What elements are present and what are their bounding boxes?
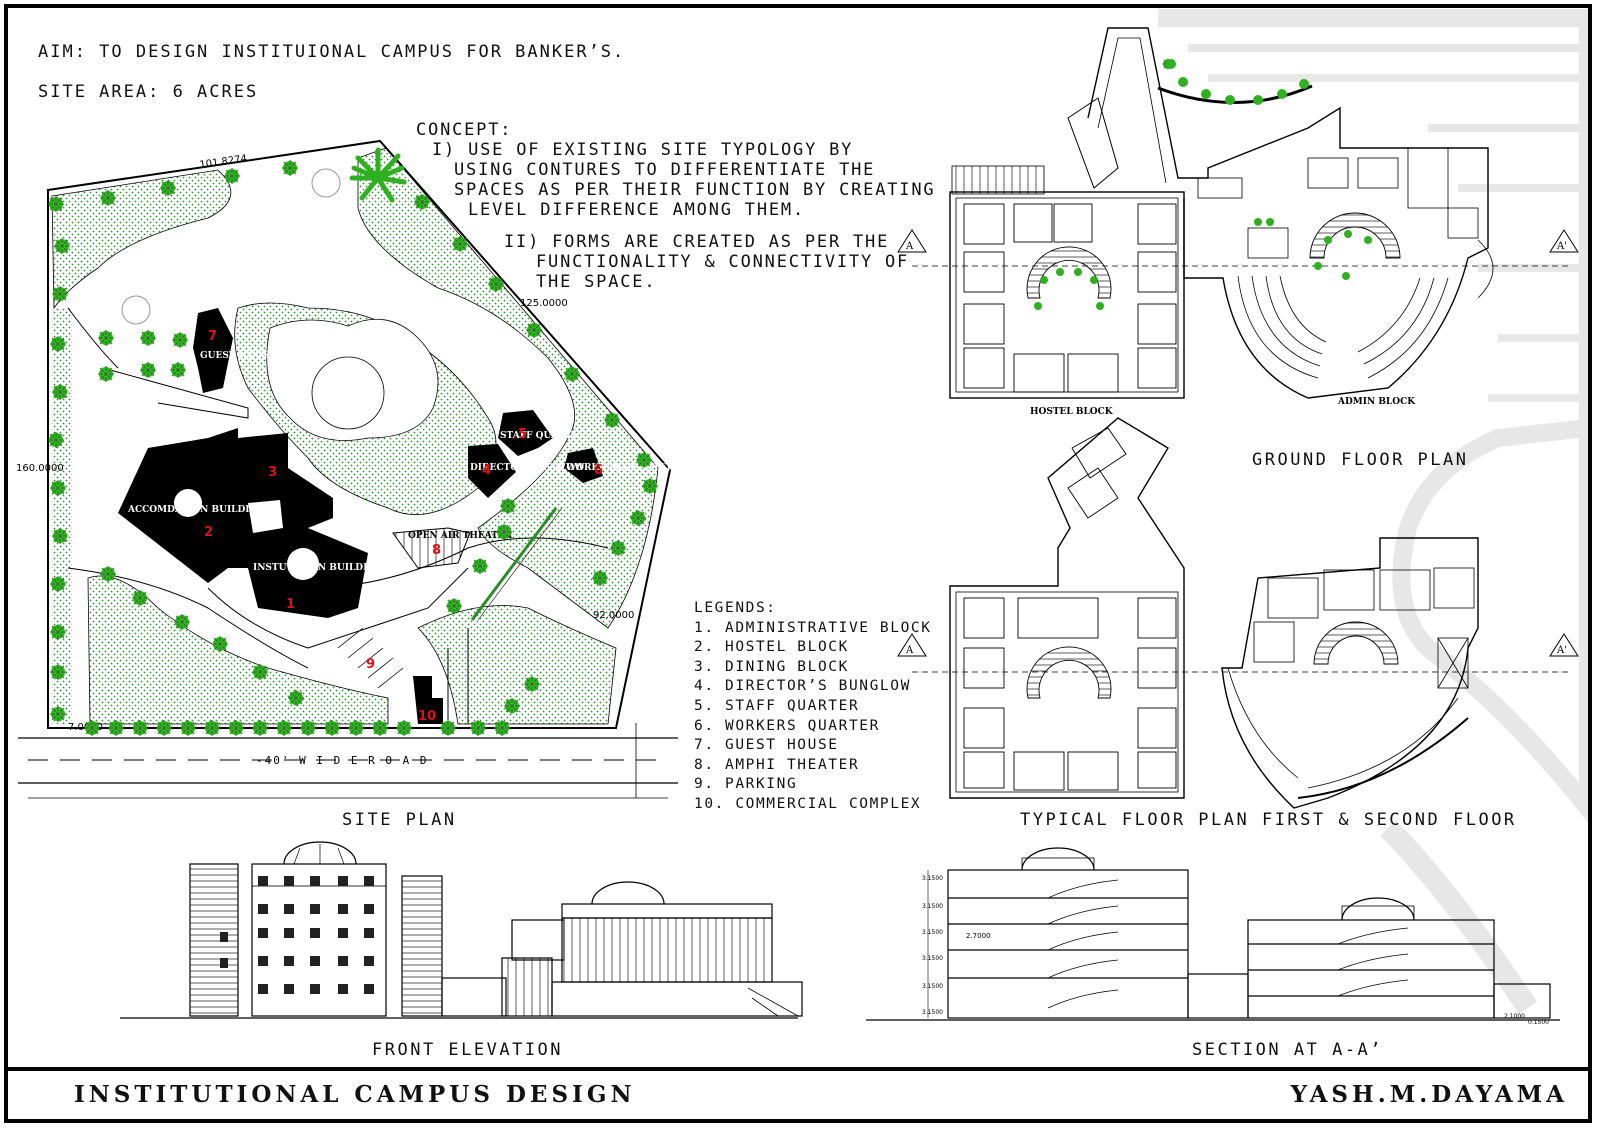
concept-block: CONCEPT: I) USE OF EXISTING SITE TYPOLOG… — [416, 120, 935, 292]
legend-item: 4. DIRECTOR’S BUNGLOW — [694, 678, 911, 695]
legend-item: 8. AMPHI THEATER — [694, 756, 860, 773]
caption-section: SECTION AT A-A’ — [1192, 1040, 1384, 1060]
site-plan: ACCOMDATION BUILDING INSTUTATION BUILDIN… — [16, 139, 678, 799]
svg-text:3.1500: 3.1500 — [922, 903, 943, 910]
svg-text:2.1000: 2.1000 — [1504, 1013, 1525, 1020]
legend-item: 6. WORKERS QUARTER — [694, 717, 880, 734]
concept-line: II) FORMS ARE CREATED AS PER THE — [504, 232, 890, 252]
front-elevation — [120, 841, 803, 1019]
label-workers: WORKERS QUARTER — [565, 463, 674, 473]
drawing-sheet: ACCOMDATION BUILDING INSTUTATION BUILDIN… — [4, 4, 1592, 1123]
author-name: YASH.M.DAYAMA — [1290, 1081, 1568, 1108]
title-block-footer: INSTITUTIONAL CAMPUS DESIGN YASH.M.DAYAM… — [8, 1067, 1588, 1119]
section-markers-gf: A A' — [897, 229, 1579, 253]
svg-text:A': A' — [1556, 645, 1567, 656]
label-institution: INSTUTATION BUILDING — [253, 563, 383, 573]
site-number-6: 6 — [594, 463, 603, 478]
road-label: -40' W I D E R O A D — [256, 754, 428, 767]
dim-diag: 125.0000 — [520, 298, 568, 309]
svg-text:3.1500: 3.1500 — [922, 983, 943, 990]
legend-item: 7. GUEST HOUSE — [694, 737, 839, 754]
section-dims: 3.1500 3.1500 3.1500 3.1500 3.1500 3.150… — [922, 875, 1549, 1026]
caption-front-elevation: FRONT ELEVATION — [372, 1040, 564, 1060]
concept-line: LEVEL DIFFERENCE AMONG THEM. — [468, 200, 805, 220]
aim-text: AIM: TO DESIGN INSTITUIONAL CAMPUS FOR B… — [38, 42, 626, 62]
admin-block-label: ADMIN BLOCK — [1337, 397, 1416, 407]
legend-block: LEGENDS: 1. ADMINISTRATIVE BLOCK 2. HOST… — [694, 599, 932, 815]
project-title: INSTITUTIONAL CAMPUS DESIGN — [74, 1081, 636, 1108]
legend-item: 5. STAFF QUARTER — [694, 697, 860, 714]
site-number-7: 7 — [208, 329, 217, 344]
label-director: DIRECTOR BUNGLOW — [470, 463, 585, 473]
gf-greenery — [1034, 59, 1372, 310]
background-ghost-lines — [1158, 9, 1588, 1015]
hostel-block-label: HOSTEL BLOCK — [1030, 407, 1114, 417]
site-number-10: 10 — [418, 709, 436, 724]
label-guest: GUEST HOUSE — [200, 351, 276, 361]
legend-item: 2. HOSTEL BLOCK — [694, 639, 849, 656]
site-number-5: 5 — [518, 427, 527, 442]
concept-line: SPACES AS PER THEIR FUNCTION BY CREATING — [454, 180, 936, 200]
site-number-9: 9 — [366, 657, 375, 672]
svg-text:3.1500: 3.1500 — [922, 875, 943, 882]
legend-title: LEGENDS: — [694, 600, 777, 616]
svg-text:2.7000: 2.7000 — [966, 932, 991, 940]
caption-ground-floor: GROUND FLOOR PLAN — [1252, 450, 1469, 470]
site-number-3: 3 — [268, 465, 277, 480]
svg-text:A: A — [905, 645, 914, 656]
section-markers-tf: A A' — [897, 633, 1579, 657]
legend-item: 3. DINING BLOCK — [694, 658, 849, 675]
site-number-8: 8 — [432, 543, 441, 558]
dim-right: 92.0000 — [593, 610, 634, 621]
palm-tree-icon — [349, 147, 407, 203]
svg-text:A': A' — [1556, 241, 1567, 252]
concept-line: FUNCTIONALITY & CONNECTIVITY OF — [536, 252, 910, 272]
section-aa — [866, 847, 1560, 1021]
svg-text:3.1500: 3.1500 — [922, 929, 943, 936]
svg-text:0.1500: 0.1500 — [1528, 1019, 1549, 1026]
typical-floor-plan — [912, 417, 1568, 809]
svg-text:3.1500: 3.1500 — [922, 1009, 943, 1016]
concept-title: CONCEPT: — [416, 120, 513, 140]
concept-line: THE SPACE. — [536, 272, 657, 292]
site-area-text: SITE AREA: 6 ACRES — [38, 82, 259, 102]
site-number-1: 1 — [286, 597, 295, 612]
legend-item: 9. PARKING — [694, 776, 798, 793]
ground-floor-plan — [912, 27, 1568, 399]
caption-typical-floor: TYPICAL FLOOR PLAN FIRST & SECOND FLOOR — [1020, 810, 1517, 830]
svg-text:3.1500: 3.1500 — [922, 955, 943, 962]
label-accomodation: ACCOMDATION BUILDING — [127, 505, 265, 515]
site-number-2: 2 — [204, 525, 213, 540]
legend-item: 1. ADMINISTRATIVE BLOCK — [694, 619, 932, 636]
label-amphi: OPEN AIR THEATER — [408, 531, 513, 541]
svg-text:A: A — [905, 241, 914, 252]
caption-site-plan: SITE PLAN — [342, 810, 457, 830]
concept-line: USING CONTURES TO DIFFERENTIATE THE — [454, 160, 876, 180]
drawing-canvas: ACCOMDATION BUILDING INSTUTATION BUILDIN… — [16, 9, 1588, 1026]
site-number-4: 4 — [482, 463, 491, 478]
legend-item: 10. COMMERCIAL COMPLEX — [694, 795, 922, 812]
concept-line: I) USE OF EXISTING SITE TYPOLOGY BY — [432, 140, 854, 160]
label-staff: STAFF QUARTER — [500, 431, 587, 441]
dim-left: 160.0000 — [16, 463, 64, 474]
dim-top: 101.8274 — [199, 153, 248, 171]
